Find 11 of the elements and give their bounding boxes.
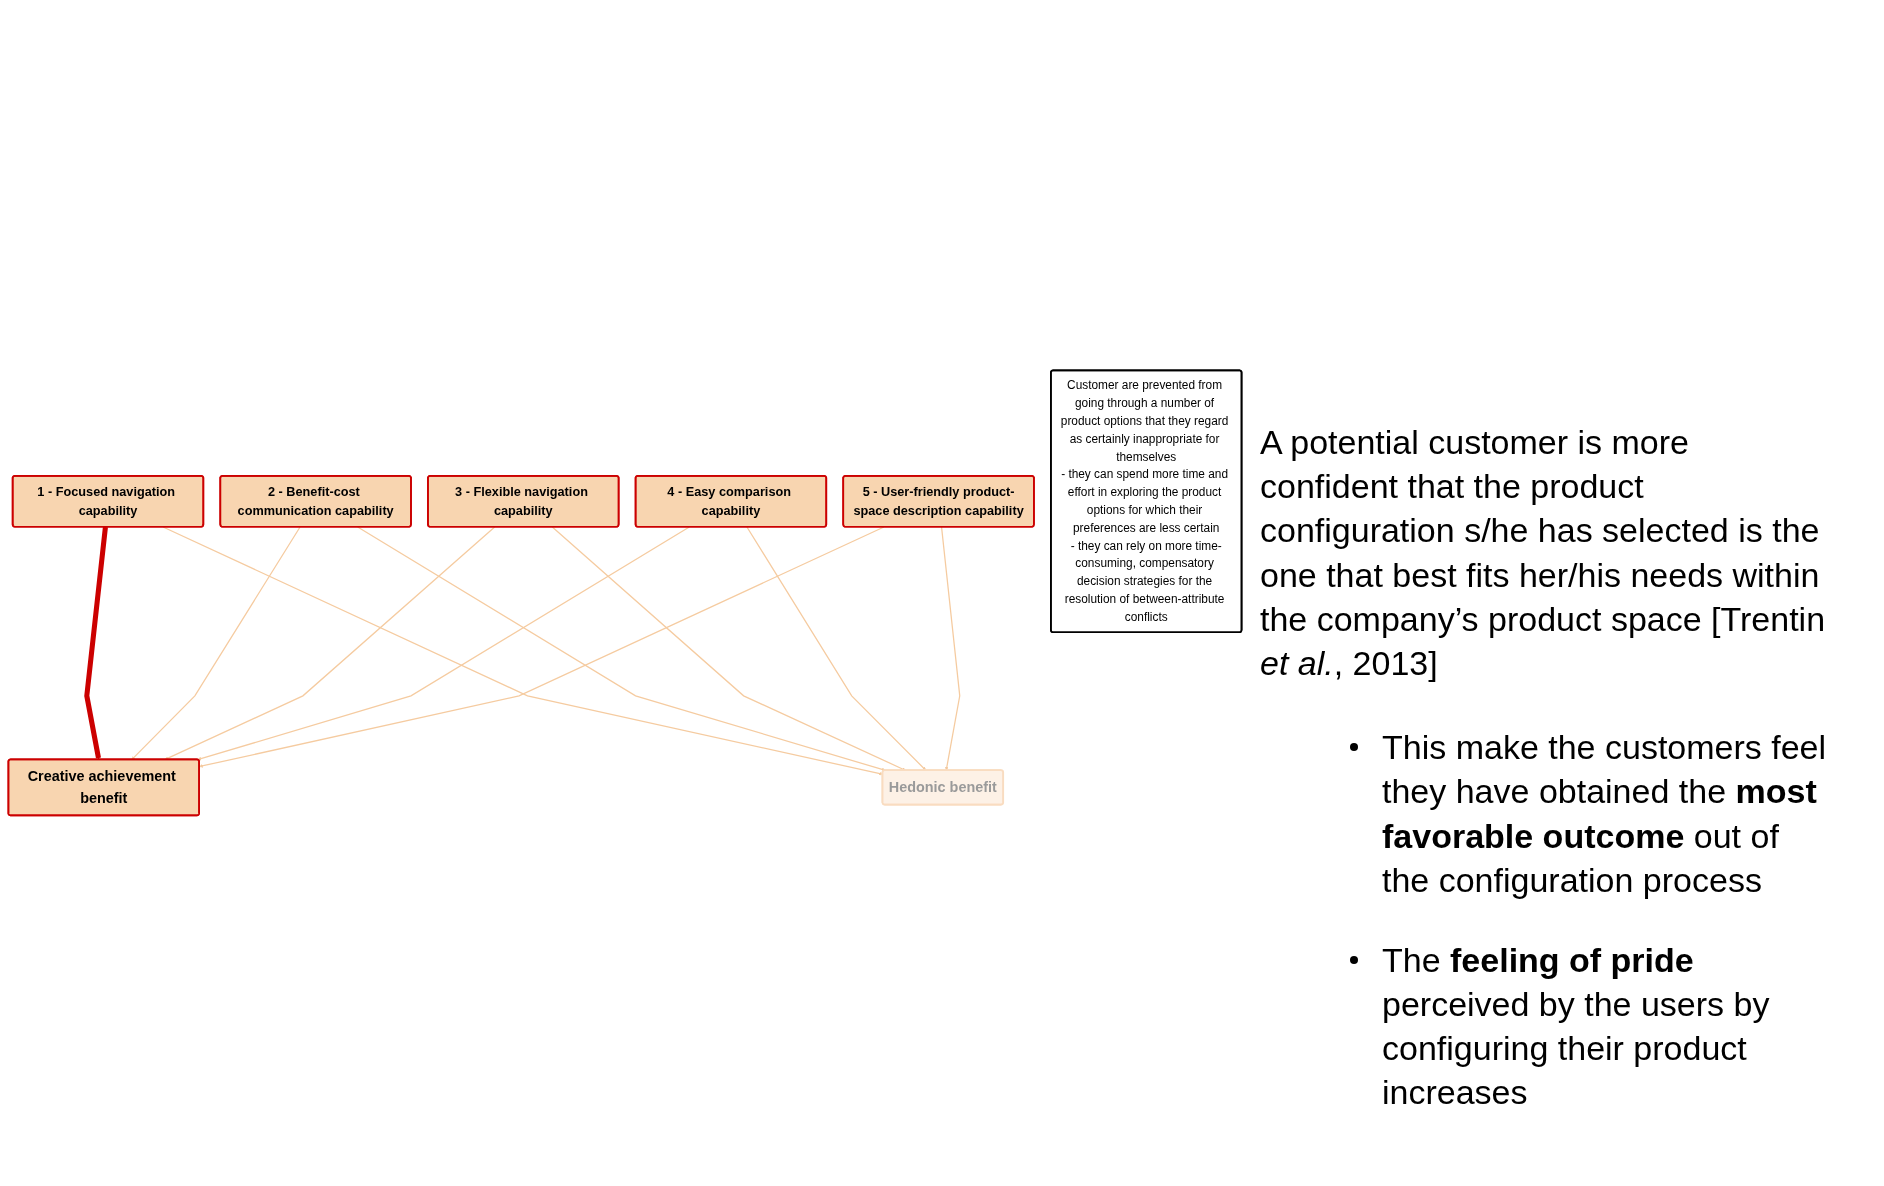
arrow bbox=[84, 526, 108, 760]
bullet-text: This make the customers feel they have obtained the most favorable outcome out of the configuration process bbox=[1382, 727, 1828, 901]
arrow bbox=[357, 526, 886, 772]
arrow bbox=[164, 526, 496, 761]
arrow bbox=[551, 526, 906, 771]
arrow bbox=[746, 526, 927, 771]
arrow bbox=[131, 526, 301, 760]
arrow bbox=[197, 526, 690, 761]
text-paragraph: A potential customer is more confident that the product configuration s/he has selected is the one that best fits her/his needs within the company’s product space [Trentin et al., 2013] bbox=[1260, 422, 1827, 684]
arrow bbox=[940, 526, 961, 771]
bullet-text: The feeling of pride perceived by the users by configuring their product increases bbox=[1382, 939, 1771, 1114]
